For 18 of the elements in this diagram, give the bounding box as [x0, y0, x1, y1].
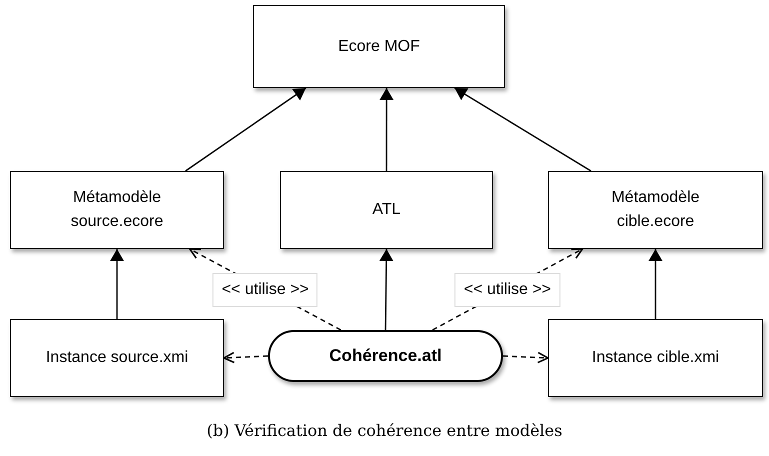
arrow: [380, 88, 394, 171]
caption: (b) Vérification de cohérence entre modèles: [206, 420, 564, 442]
rounded-node: Cohérence.atl: [268, 330, 503, 382]
class-box: Ecore MOF: [253, 5, 505, 88]
arrow: [379, 249, 394, 330]
dashed-arrow: [502, 352, 549, 364]
class-box: Instance cible.xmi: [548, 319, 763, 397]
class-box: Métamodèle cible.ecore: [548, 171, 763, 249]
arrow: [648, 249, 662, 319]
arrow: [454, 87, 592, 172]
class-box: Métamodèle source.ecore: [10, 171, 224, 249]
arrow: [185, 87, 306, 172]
arrow: [110, 249, 124, 319]
class-box: ATL: [280, 171, 493, 249]
class-box: Instance source.xmi: [10, 319, 224, 397]
edge-label: << utilise >>: [454, 272, 560, 306]
edge-label: << utilise >>: [212, 272, 318, 306]
dashed-arrow: [223, 352, 268, 364]
